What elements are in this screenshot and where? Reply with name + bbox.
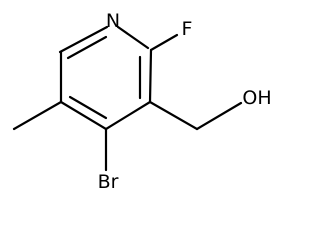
atom-label-hydroxyl: OH: [242, 87, 271, 109]
bond-c2-c3: [148, 48, 153, 104]
bond-c3-ch2: [148, 100, 199, 131]
bond-c2-f: [149, 33, 179, 52]
atom-label-bromine: Br: [98, 171, 119, 193]
chemical-structure-diagram: N F Br OH: [12, 10, 272, 193]
bond-n-c2: [116, 25, 150, 50]
bond-c5-methyl: [12, 100, 63, 131]
bond-c4-c5-inner: [68, 95, 108, 120]
atom-label-nitrogen: N: [106, 10, 120, 32]
bond-c4-c5: [59, 100, 108, 131]
bond-c3-c4: [104, 100, 152, 131]
atom-label-fluorine: F: [182, 18, 193, 40]
bond-n-c6: [58, 25, 109, 54]
bond-n-c6-inner: [66, 35, 108, 60]
bond-ch2-oh: [195, 101, 243, 131]
